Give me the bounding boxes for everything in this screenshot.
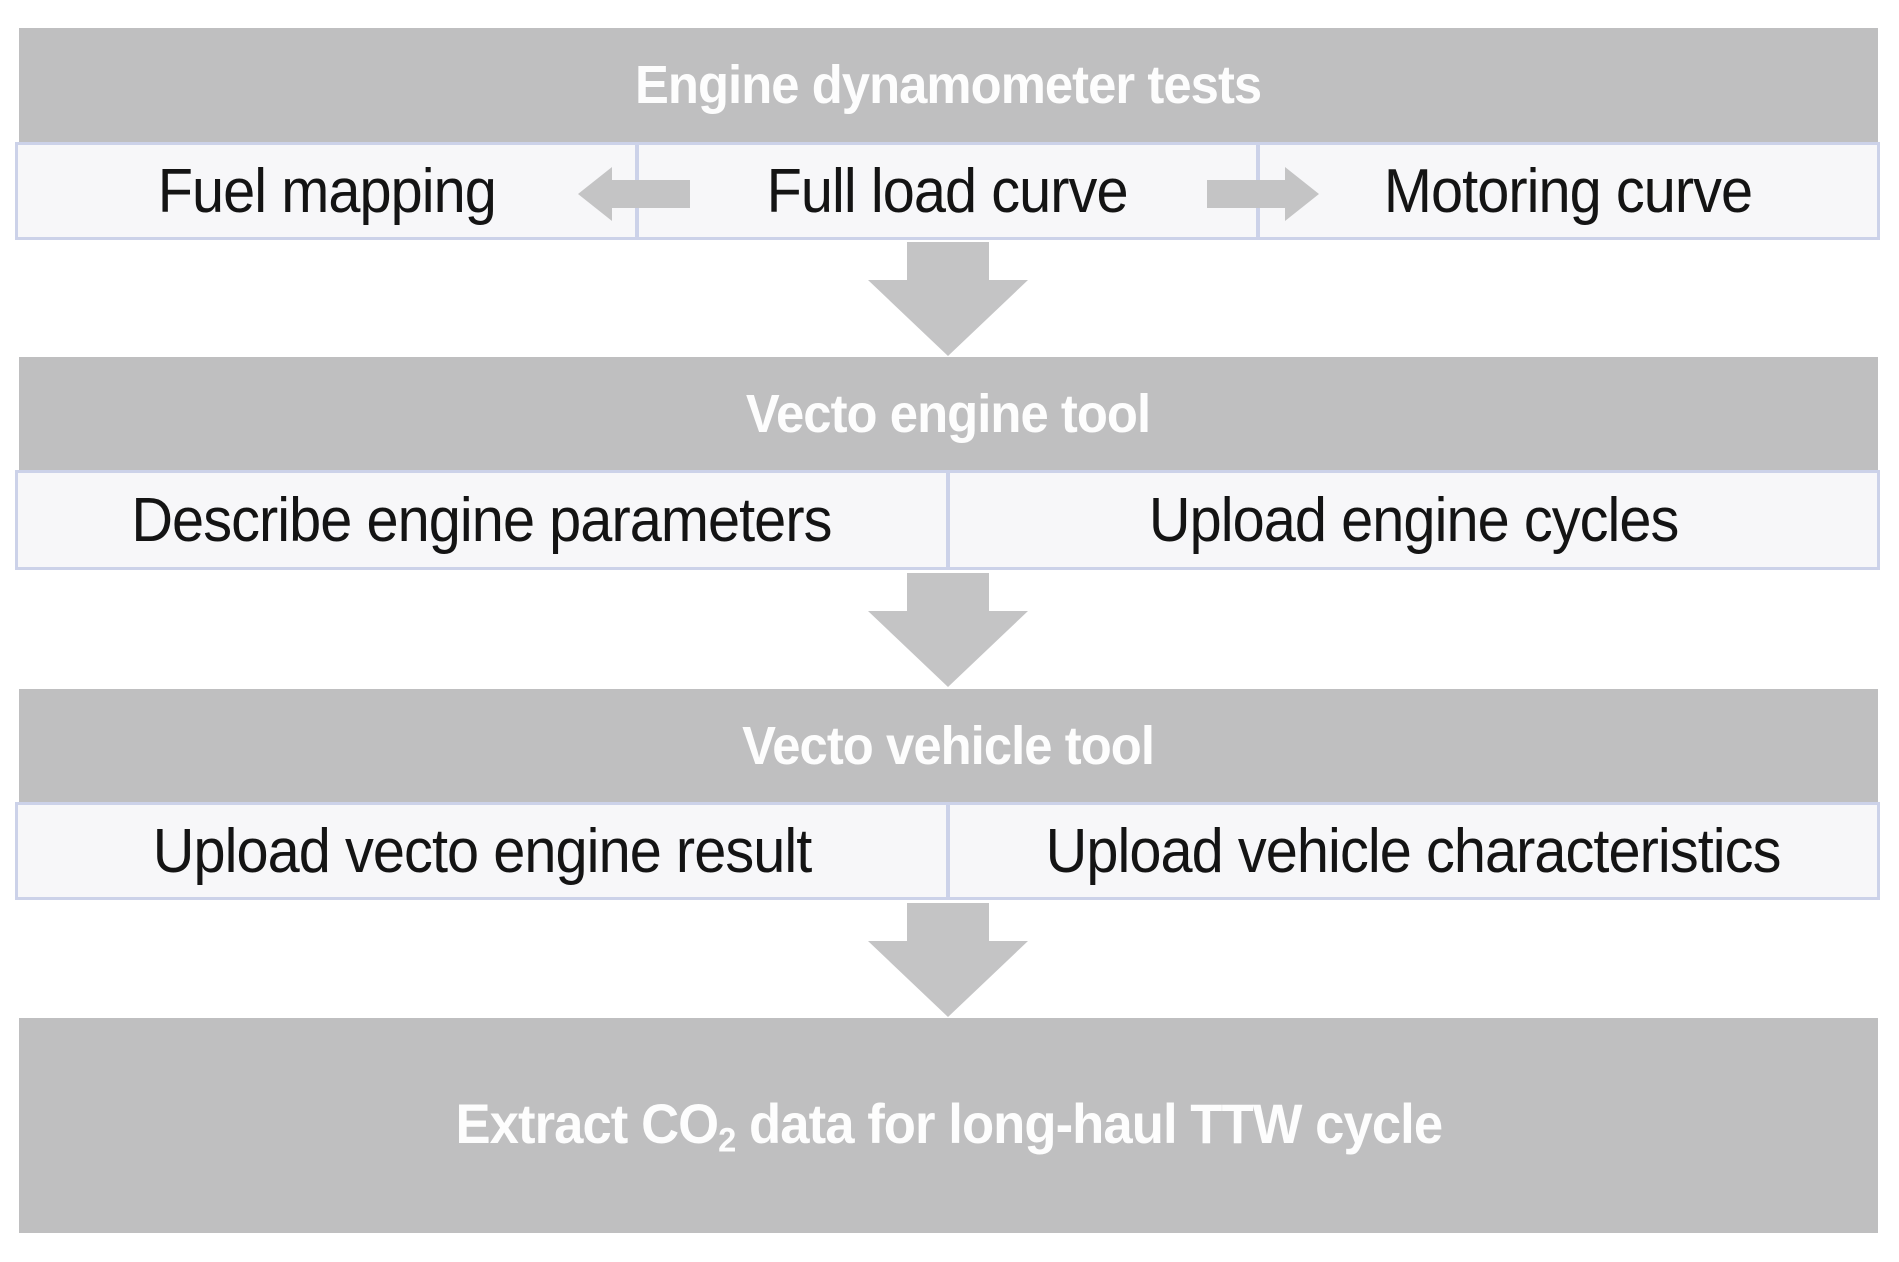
cell-label: Fuel mapping	[157, 156, 496, 226]
co2-subscript: 2	[717, 1121, 736, 1160]
stage-header-engine-dynamometer-tests: Engine dynamometer tests	[19, 28, 1878, 142]
block-arrow-down-icon	[868, 242, 1028, 356]
stage-row-vecto-engine-tool: Describe engine parameters Upload engine…	[15, 470, 1880, 570]
block-arrow-down-icon	[868, 903, 1028, 1017]
cell-label: Motoring curve	[1384, 156, 1753, 226]
stage-row-engine-dynamometer-tests: Fuel mapping Full load curve Motoring cu…	[15, 142, 1880, 240]
cell-label: Full load curve	[766, 156, 1129, 226]
cell-motoring-curve: Motoring curve	[1256, 145, 1877, 237]
title-suffix: data for long-haul TTW cycle	[735, 1091, 1443, 1155]
cell-full-load-curve: Full load curve	[635, 145, 1256, 237]
stage-title: Extract CO2 data for long-haul TTW cycle	[455, 1091, 1443, 1161]
block-arrow-down-icon	[868, 573, 1028, 687]
block-arrow-left-icon	[578, 167, 690, 221]
cell-upload-vecto-engine-result: Upload vecto engine result	[18, 805, 946, 897]
cell-fuel-mapping: Fuel mapping	[18, 145, 635, 237]
stage-title: Vecto vehicle tool	[742, 715, 1156, 776]
cell-label: Upload vehicle characteristics	[1045, 816, 1782, 886]
title-prefix: Extract CO	[455, 1091, 719, 1155]
cell-upload-vehicle-characteristics: Upload vehicle characteristics	[945, 805, 1878, 897]
stage-title: Vecto engine tool	[746, 383, 1151, 444]
stage-title: Engine dynamometer tests	[635, 55, 1262, 115]
cell-label: Describe engine parameters	[131, 485, 833, 555]
cell-upload-engine-cycles: Upload engine cycles	[945, 473, 1878, 567]
cell-describe-engine-parameters: Describe engine parameters	[18, 473, 946, 567]
stage-header-vecto-engine-tool: Vecto engine tool	[19, 357, 1878, 470]
stage-header-extract-co2-data: Extract CO2 data for long-haul TTW cycle	[19, 1018, 1878, 1233]
block-arrow-right-icon	[1207, 167, 1319, 221]
stage-row-vecto-vehicle-tool: Upload vecto engine result Upload vehicl…	[15, 802, 1880, 900]
stage-header-vecto-vehicle-tool: Vecto vehicle tool	[19, 689, 1878, 802]
cell-label: Upload vecto engine result	[152, 816, 812, 886]
cell-label: Upload engine cycles	[1148, 485, 1679, 555]
